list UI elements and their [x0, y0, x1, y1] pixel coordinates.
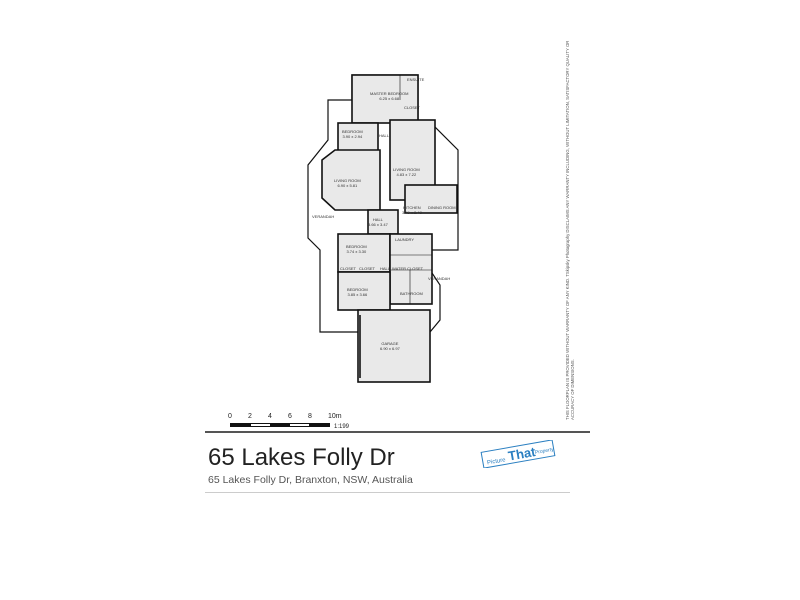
- room-label-dining-room: DINING ROOM: [428, 205, 456, 210]
- divider-thin: [205, 492, 570, 493]
- room-label-bathroom: BATHROOM: [400, 291, 423, 296]
- room-label-hall-3: HALL: [380, 266, 391, 271]
- divider: [205, 431, 590, 433]
- room-label-verandah-1: VERANDAH: [312, 214, 335, 219]
- room-label-laundry: LAUNDRY: [395, 237, 415, 242]
- address-title: 65 Lakes Folly Dr: [208, 444, 395, 471]
- logo-word-2: That: [507, 444, 537, 464]
- logo-word-3: Property: [535, 447, 555, 456]
- scale-tick: 0: [228, 413, 232, 420]
- floorplan-svg: [307, 74, 459, 383]
- scale-bar: 0 2 4 6 8 10m 1:199: [220, 413, 380, 433]
- scale-tick: 4: [268, 413, 272, 420]
- logo-word-1: Picture: [487, 457, 507, 466]
- disclaimer: THIS FLOORPLAN IS PROVIDED WITHOUT WARRA…: [560, 35, 575, 420]
- scale-tick: 10m: [328, 413, 342, 420]
- scale-ratio: 1:199: [334, 424, 350, 430]
- room-label-closet-3: CLOSET: [359, 266, 376, 271]
- room-label-verandah-2: VERANDAH: [428, 276, 451, 281]
- room-label-closet-2: CLOSET: [340, 266, 357, 271]
- picture-that-property-logo: Picture That Property: [478, 439, 558, 469]
- scale-tick: 6: [288, 413, 292, 420]
- room-label-hall-1: HALL: [379, 133, 390, 138]
- room-label-water-closet: WATER CLOSET: [392, 266, 424, 271]
- logo-svg: Picture That Property: [480, 439, 556, 469]
- scale-tick: 2: [248, 413, 252, 420]
- scale-blocks: [230, 423, 330, 427]
- room-label-closet-master: CLOSET: [404, 105, 421, 110]
- scale-tick: 8: [308, 413, 312, 420]
- disclaimer-line-2: ACCURACY OF DIMENSIONS.: [570, 359, 575, 420]
- address-subtitle: 65 Lakes Folly Dr, Branxton, NSW, Austra…: [208, 474, 413, 486]
- master-bedroom-shape: [351, 74, 419, 124]
- room-label-ensuite: ENSUITE: [407, 77, 425, 82]
